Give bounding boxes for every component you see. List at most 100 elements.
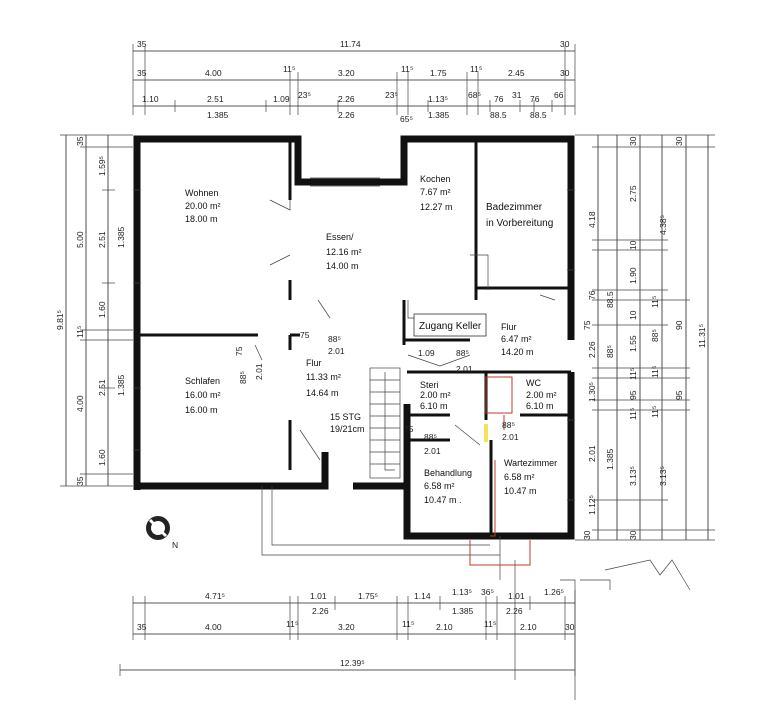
compass: N bbox=[146, 516, 178, 550]
inner-dim-0: 75 bbox=[300, 330, 310, 340]
dim-right-b0: 88.5 bbox=[605, 291, 615, 308]
dim-row3b-0: 1.385 bbox=[207, 110, 229, 120]
staircase bbox=[369, 367, 401, 479]
room-note: in Vorbereitung bbox=[486, 218, 553, 229]
room-area: 16.00 m² bbox=[185, 390, 221, 400]
room-area: 6.58 m² bbox=[504, 472, 535, 482]
room-name: Kochen bbox=[420, 174, 451, 184]
room-perimeter: 16.00 m bbox=[185, 405, 218, 415]
dim-left-c1: 1.385 bbox=[116, 374, 126, 396]
dim-bot1-6: 1.01 bbox=[508, 591, 525, 601]
dim-left-a2: 11⁵ bbox=[75, 326, 85, 338]
dim-left-a3: 4.00 bbox=[75, 395, 85, 412]
dim-row3b-5: 88.5 bbox=[530, 110, 547, 120]
room-perimeter: 10.47 m . bbox=[424, 495, 462, 505]
dim-right-c9: 3.13⁵ bbox=[628, 466, 638, 486]
room-zugang-keller: Zugang Keller bbox=[413, 313, 487, 337]
inner-dim-11: 2.01 bbox=[424, 446, 441, 456]
dim-row2-3: 3.20 bbox=[338, 68, 355, 78]
room-perimeter: 12.27 m bbox=[420, 202, 453, 212]
room-perimeter: 14.64 m bbox=[306, 388, 339, 398]
dim-right-e1: 90 bbox=[674, 320, 684, 330]
dim-left-a1: 5.00 bbox=[75, 231, 85, 248]
windows bbox=[133, 177, 575, 501]
dim-right-a4: 2.01 bbox=[587, 445, 597, 462]
compass-north-label: N bbox=[172, 540, 178, 550]
room-schlafen: Schlafen 16.00 m² 16.00 m bbox=[185, 376, 221, 415]
red-markings bbox=[469, 376, 531, 566]
inner-dim-13: 2.01 bbox=[502, 432, 519, 442]
dim-row3a-5: 23⁵ bbox=[385, 90, 398, 100]
dim-bot2-5: 2.10 bbox=[436, 622, 453, 632]
dim-bot2-3: 3.20 bbox=[338, 622, 355, 632]
dim-bot2-1: 4.00 bbox=[205, 622, 222, 632]
dim-row3b-2: 65⁵ bbox=[400, 114, 413, 124]
room-area: 11.33 m² bbox=[306, 372, 341, 382]
top-dimensions: 35 11.74 30 35 4.00 11⁵ 3.20 11⁵ 1.75 11… bbox=[132, 39, 576, 124]
dim-right-d5: 3.13⁵ bbox=[658, 466, 668, 486]
dim-row2-7: 2.45 bbox=[508, 68, 525, 78]
inner-dim-12: 88⁵ bbox=[502, 420, 515, 430]
dim-right-c2: 10 bbox=[628, 240, 638, 250]
dim-row3a-7: 68⁵ bbox=[468, 90, 481, 100]
dim-bot2-0: 35 bbox=[137, 622, 147, 632]
dim-row3a-1: 2.51 bbox=[207, 94, 224, 104]
room-name: Zugang Keller bbox=[419, 321, 482, 332]
dim-right-b2: 1.385 bbox=[605, 448, 615, 470]
dim-bottom-overall: 12.39⁵ bbox=[340, 658, 365, 668]
dim-row2-5: 1.75 bbox=[430, 68, 447, 78]
dim-top-overall: 11.74 bbox=[340, 39, 361, 49]
dim-left-b0: 1.59⁵ bbox=[97, 156, 107, 176]
dim-right-c0: 30 bbox=[628, 136, 638, 146]
room-name: Essen/ bbox=[326, 232, 354, 242]
dim-right-c6: 11⁵ bbox=[628, 368, 638, 380]
inner-dim-15: 30 bbox=[582, 530, 592, 540]
dim-row2-0: 35 bbox=[137, 68, 147, 78]
room-area: 20.00 m² bbox=[185, 201, 221, 211]
left-dimensions: 9.81⁵ 35 5.00 11⁵ 4.00 35 1.59⁵ 2.51 1.6… bbox=[55, 134, 133, 487]
dim-row2-6: 11⁵ bbox=[470, 64, 482, 74]
dim-row2-2: 11⁵ bbox=[283, 64, 295, 74]
dim-left-b3: 2.51 bbox=[97, 379, 107, 396]
dim-left-overall: 9.81⁵ bbox=[55, 310, 65, 330]
dim-bot1b-1: 1.385 bbox=[452, 606, 474, 616]
dim-left-b1: 2.51 bbox=[97, 231, 107, 248]
dim-row2-8: 30 bbox=[560, 68, 570, 78]
inner-dim-2: 2.01 bbox=[328, 346, 345, 356]
dim-right-a5: 1.12⁵ bbox=[587, 495, 597, 515]
dim-bot1-0: 4.71⁵ bbox=[205, 591, 225, 601]
dim-left-b4: 1.60 bbox=[97, 449, 107, 466]
dim-row3a-0: 1.10 bbox=[142, 94, 159, 104]
walls bbox=[133, 135, 575, 540]
dim-right-c1: 2.75 bbox=[628, 185, 638, 202]
dim-right-e0: 30 bbox=[674, 136, 684, 146]
inner-dim-3: 75 bbox=[234, 346, 244, 356]
dim-row2-4: 11⁵ bbox=[401, 64, 413, 74]
room-area: 6.58 m² bbox=[424, 481, 455, 491]
right-dimensions: 4.18 76 2.26 1.30⁵ 2.01 1.12⁵ 88.5 88⁵ 1… bbox=[575, 134, 715, 541]
room-perimeter: 6.10 m bbox=[420, 401, 448, 411]
inner-dim-10: 88⁵ bbox=[424, 432, 437, 442]
dim-right-c10: 30 bbox=[628, 530, 638, 540]
dim-bot1b-0: 2.26 bbox=[312, 606, 329, 616]
dim-right-c5: 1.55 bbox=[628, 335, 638, 352]
room-wohnen: Wohnen 20.00 m² 18.00 m bbox=[185, 188, 221, 224]
dim-right-c7: 95 bbox=[628, 390, 638, 400]
stairs-count: 15 STG bbox=[330, 412, 361, 422]
dim-row3a-9: 31 bbox=[512, 90, 522, 100]
room-essen: Essen/ 12.16 m² 14.00 m bbox=[326, 232, 362, 271]
room-flur: Flur 11.33 m² 14.64 m bbox=[306, 358, 341, 398]
room-flur-oben: Flur 6.47 m² 14.20 m bbox=[501, 322, 534, 357]
entrance-outline bbox=[261, 486, 691, 700]
dim-row3a-3: 23⁵ bbox=[298, 90, 311, 100]
dim-right-a2: 2.26 bbox=[587, 341, 597, 358]
dim-row2-1: 4.00 bbox=[205, 68, 222, 78]
inner-dim-14: 75 bbox=[582, 320, 592, 330]
room-name: Wohnen bbox=[185, 188, 218, 198]
inner-dim-5: 2.01 bbox=[254, 363, 264, 380]
dim-row3a-6: 1.13⁵ bbox=[428, 94, 448, 104]
room-perimeter: 18.00 m bbox=[185, 214, 218, 224]
inner-dimensions: 75 88⁵ 2.01 75 88⁵ 2.01 1.09 88⁵ 2.01 75… bbox=[234, 320, 592, 540]
dim-bot1-2: 1.75⁵ bbox=[358, 591, 378, 601]
